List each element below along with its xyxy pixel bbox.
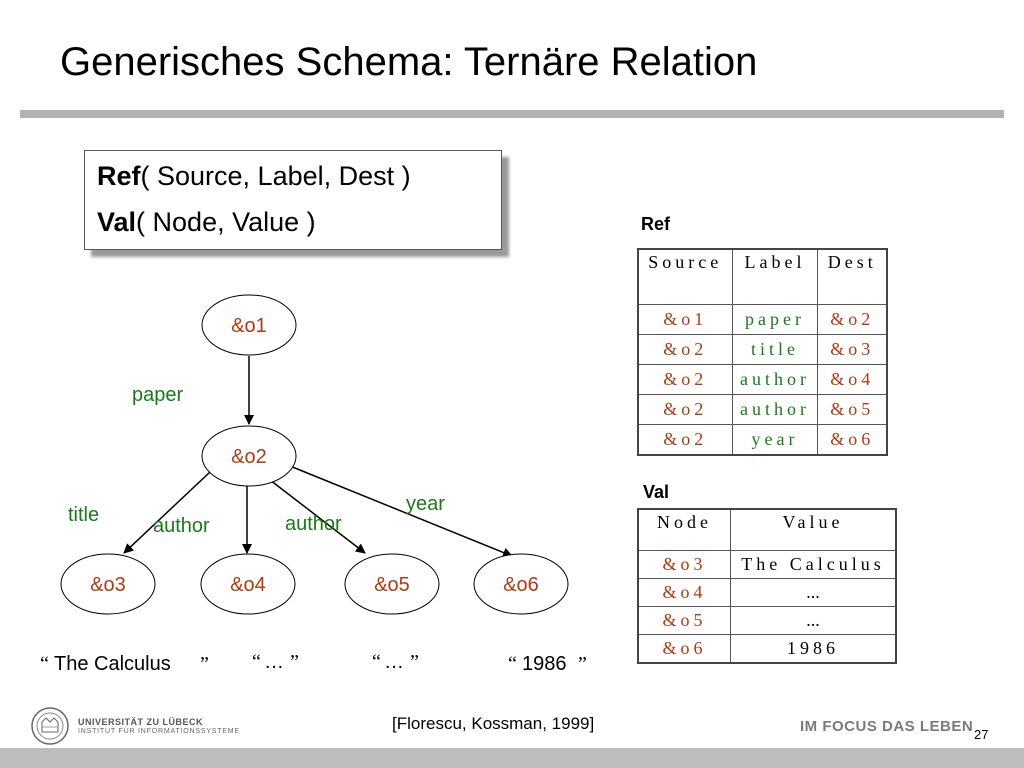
- table-cell: ...: [729, 606, 897, 635]
- column-header: Source: [637, 248, 733, 305]
- column-header: Label: [731, 248, 819, 305]
- node-o4: &o4: [200, 553, 296, 615]
- table-cell: &o2: [637, 394, 733, 425]
- svg-text:“: “: [40, 653, 49, 675]
- table-cell: &o5: [817, 394, 888, 425]
- edge-label-year: year: [406, 493, 445, 515]
- column-header: Dest: [817, 248, 888, 305]
- val-schema-line: Val( Node, Value ): [97, 207, 316, 238]
- ref-table: Source Label Dest &o1 paper &o2 &o2 titl…: [637, 248, 888, 456]
- schema-definition-box: Ref( Source, Label, Dest ) Val( Node, Va…: [84, 150, 502, 250]
- title-divider: [20, 110, 1004, 118]
- val-table-caption: Val: [643, 482, 670, 502]
- svg-text:…: …: [384, 651, 404, 673]
- table-header-row: Node Value: [637, 508, 897, 551]
- column-header: Node: [637, 508, 731, 551]
- table-row: &o2 year &o6: [637, 424, 888, 456]
- table-row: &o6 1986: [637, 634, 897, 664]
- node-o6: &o6: [473, 553, 569, 615]
- val-table: Node Value &o3 The Calculus &o4 ... &o5 …: [637, 508, 897, 664]
- page-number: 27: [974, 727, 989, 742]
- table-cell: &o6: [817, 424, 888, 456]
- table-cell: &o2: [637, 364, 733, 395]
- table-row: &o2 author &o4: [637, 364, 888, 395]
- value-o3: “ The Calculus ”: [40, 653, 209, 675]
- value-o5: “ … ”: [372, 651, 419, 673]
- university-name: UNIVERSITÄT ZU LÜBECK: [78, 717, 203, 727]
- val-signature: ( Node, Value ): [136, 207, 316, 237]
- table-cell: &o5: [637, 606, 731, 635]
- edge-title: [123, 471, 211, 554]
- column-header: Value: [729, 508, 897, 551]
- table-cell: The Calculus: [729, 550, 897, 579]
- ref-signature: ( Source, Label, Dest ): [140, 161, 411, 191]
- svg-text:…: …: [264, 651, 284, 673]
- institute-name: INSTITUT FÜR INFORMATIONSSYSTEME: [78, 728, 240, 735]
- table-cell: &o3: [637, 550, 731, 579]
- table-cell: &o6: [637, 634, 731, 664]
- table-cell: author: [731, 394, 819, 425]
- svg-text:1986: 1986: [522, 653, 567, 675]
- citation: [Florescu, Kossman, 1999]: [392, 714, 595, 733]
- svg-text:&o3: &o3: [90, 574, 126, 596]
- svg-text:“: “: [372, 651, 381, 673]
- svg-text:”: ”: [200, 653, 209, 675]
- node-o2: &o2: [201, 425, 297, 487]
- ref-schema-line: Ref( Source, Label, Dest ): [97, 161, 411, 192]
- table-cell: &o2: [637, 424, 733, 456]
- edge-label-author-1: author: [153, 515, 210, 537]
- node-o3: &o3: [60, 553, 156, 615]
- table-cell: &o2: [817, 304, 888, 335]
- svg-text:&o5: &o5: [374, 574, 410, 596]
- table-cell: author: [731, 364, 819, 395]
- edge-author-2: [269, 479, 366, 554]
- svg-text:“: “: [252, 651, 261, 673]
- table-cell: &o4: [817, 364, 888, 395]
- val-keyword: Val: [97, 207, 137, 237]
- value-o4: “ … ”: [252, 651, 299, 673]
- value-o6: “ 1986 ”: [508, 653, 587, 675]
- oem-graph: &o1 &o2 &o3 &o4 &o5 &o6 paper title auth…: [40, 294, 587, 675]
- edge-label-title: title: [68, 504, 99, 526]
- table-cell: &o3: [817, 334, 888, 365]
- svg-text:”: ”: [290, 651, 299, 673]
- table-cell: &o4: [637, 578, 731, 607]
- table-cell: ...: [729, 578, 897, 607]
- table-row: &o3 The Calculus: [637, 550, 897, 579]
- slide-title: Generisches Schema: Ternäre Relation: [60, 40, 758, 84]
- svg-text:“: “: [508, 653, 517, 675]
- svg-text:The Calculus: The Calculus: [54, 653, 171, 675]
- svg-text:”: ”: [410, 651, 419, 673]
- table-cell: title: [731, 334, 819, 365]
- edge-label-paper: paper: [132, 384, 183, 406]
- table-row: &o5 ...: [637, 606, 897, 635]
- bottom-bar: [0, 748, 1024, 768]
- node-o5: &o5: [344, 553, 440, 615]
- slogan: IM FOCUS DAS LEBEN: [800, 718, 974, 735]
- table-row: &o1 paper &o2: [637, 304, 888, 335]
- table-cell: &o1: [637, 304, 733, 335]
- table-row: &o2 title &o3: [637, 334, 888, 365]
- svg-text:&o2: &o2: [231, 446, 267, 468]
- ref-table-caption: Ref: [641, 214, 671, 234]
- university-seal-icon: [31, 707, 69, 745]
- table-row: &o4 ...: [637, 578, 897, 607]
- table-cell: &o2: [637, 334, 733, 365]
- svg-text:&o4: &o4: [230, 574, 266, 596]
- table-row: &o2 author &o5: [637, 394, 888, 425]
- svg-text:&o6: &o6: [503, 574, 539, 596]
- node-o1: &o1: [201, 294, 297, 356]
- edge-label-author-2: author: [285, 513, 342, 535]
- svg-text:&o1: &o1: [231, 315, 267, 337]
- table-cell: year: [731, 424, 819, 456]
- ref-keyword: Ref: [97, 161, 141, 191]
- table-header-row: Source Label Dest: [637, 248, 888, 305]
- table-cell: 1986: [729, 634, 897, 664]
- edge-year: [289, 465, 513, 558]
- svg-text:”: ”: [578, 653, 587, 675]
- table-cell: paper: [731, 304, 819, 335]
